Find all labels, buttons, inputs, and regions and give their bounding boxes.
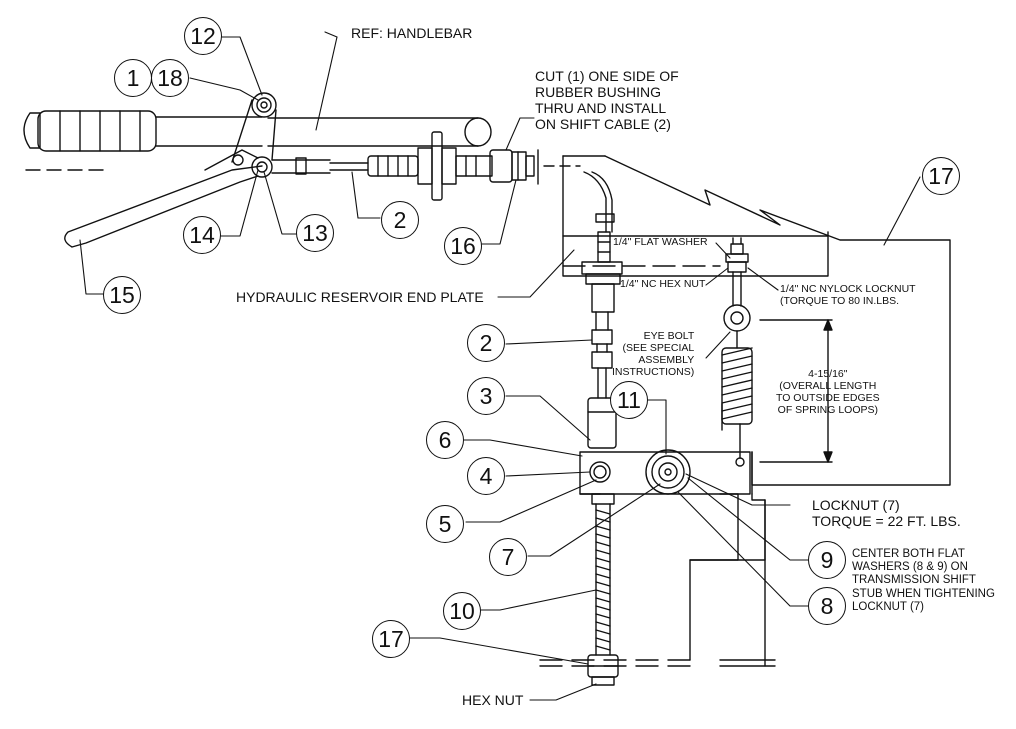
nc-hex-nut-note: 1/4" NC HEX NUT bbox=[620, 278, 706, 290]
hex-nut-note: HEX NUT bbox=[462, 692, 524, 708]
callout-5: 5 bbox=[426, 505, 464, 543]
locknut-torque-note: LOCKNUT (7) TORQUE = 22 FT. LBS. bbox=[812, 497, 961, 530]
spring-length-note: 4-15/16" (OVERALL LENGTH TO OUTSIDE EDGE… bbox=[776, 368, 880, 417]
pivot-assembly bbox=[231, 92, 277, 178]
hydraulic-reservoir bbox=[562, 155, 951, 486]
cut-bushing-note: CUT (1) ONE SIDE OF RUBBER BUSHING THRU … bbox=[535, 68, 679, 133]
nylock-locknut-note: 1/4" NC NYLOCK LOCKNUT (TORQUE TO 80 IN.… bbox=[780, 283, 916, 308]
callout-13: 13 bbox=[296, 214, 334, 252]
eye-bolt-note: EYE BOLT (SEE SPECIAL ASSEMBLY INSTRUCTI… bbox=[612, 330, 695, 379]
handlebar-tube bbox=[267, 117, 492, 147]
callout-10: 10 bbox=[443, 592, 481, 630]
brake-lever bbox=[64, 149, 263, 248]
threaded-rod bbox=[539, 493, 701, 686]
leader-lines bbox=[79, 31, 921, 701]
callout-2-lower: 2 bbox=[467, 324, 505, 362]
callout-2-upper: 2 bbox=[381, 201, 419, 239]
callout-9: 9 bbox=[808, 541, 846, 579]
flat-washer-note: 1/4" FLAT WASHER bbox=[613, 236, 708, 248]
shift-cable-lower bbox=[581, 171, 623, 399]
callout-16: 16 bbox=[444, 227, 482, 265]
callout-8: 8 bbox=[808, 587, 846, 625]
center-washers-note: CENTER BOTH FLAT WASHERS (8 & 9) ON TRAN… bbox=[852, 548, 995, 613]
eye-bolt-and-spring bbox=[721, 237, 833, 467]
callout-17-lower: 17 bbox=[372, 620, 410, 658]
callout-14: 14 bbox=[183, 216, 221, 254]
handlebar-note: REF: HANDLEBAR bbox=[351, 25, 473, 41]
callout-15: 15 bbox=[103, 276, 141, 314]
callout-6: 6 bbox=[426, 421, 464, 459]
callout-17-upper: 17 bbox=[922, 157, 960, 195]
callout-7: 7 bbox=[489, 538, 527, 576]
rubber-bushing-fitting bbox=[489, 149, 581, 185]
transmission-housing bbox=[689, 493, 776, 667]
callout-3: 3 bbox=[467, 377, 505, 415]
callout-4: 4 bbox=[467, 457, 505, 495]
callout-1: 1 bbox=[114, 59, 152, 97]
callout-18: 18 bbox=[151, 59, 189, 97]
callout-11: 11 bbox=[610, 381, 648, 419]
handlebar-grip bbox=[23, 110, 263, 171]
end-plate-note: HYDRAULIC RESERVOIR END PLATE bbox=[236, 289, 484, 305]
callout-12: 12 bbox=[184, 17, 222, 55]
shift-cable-upper bbox=[271, 131, 493, 201]
